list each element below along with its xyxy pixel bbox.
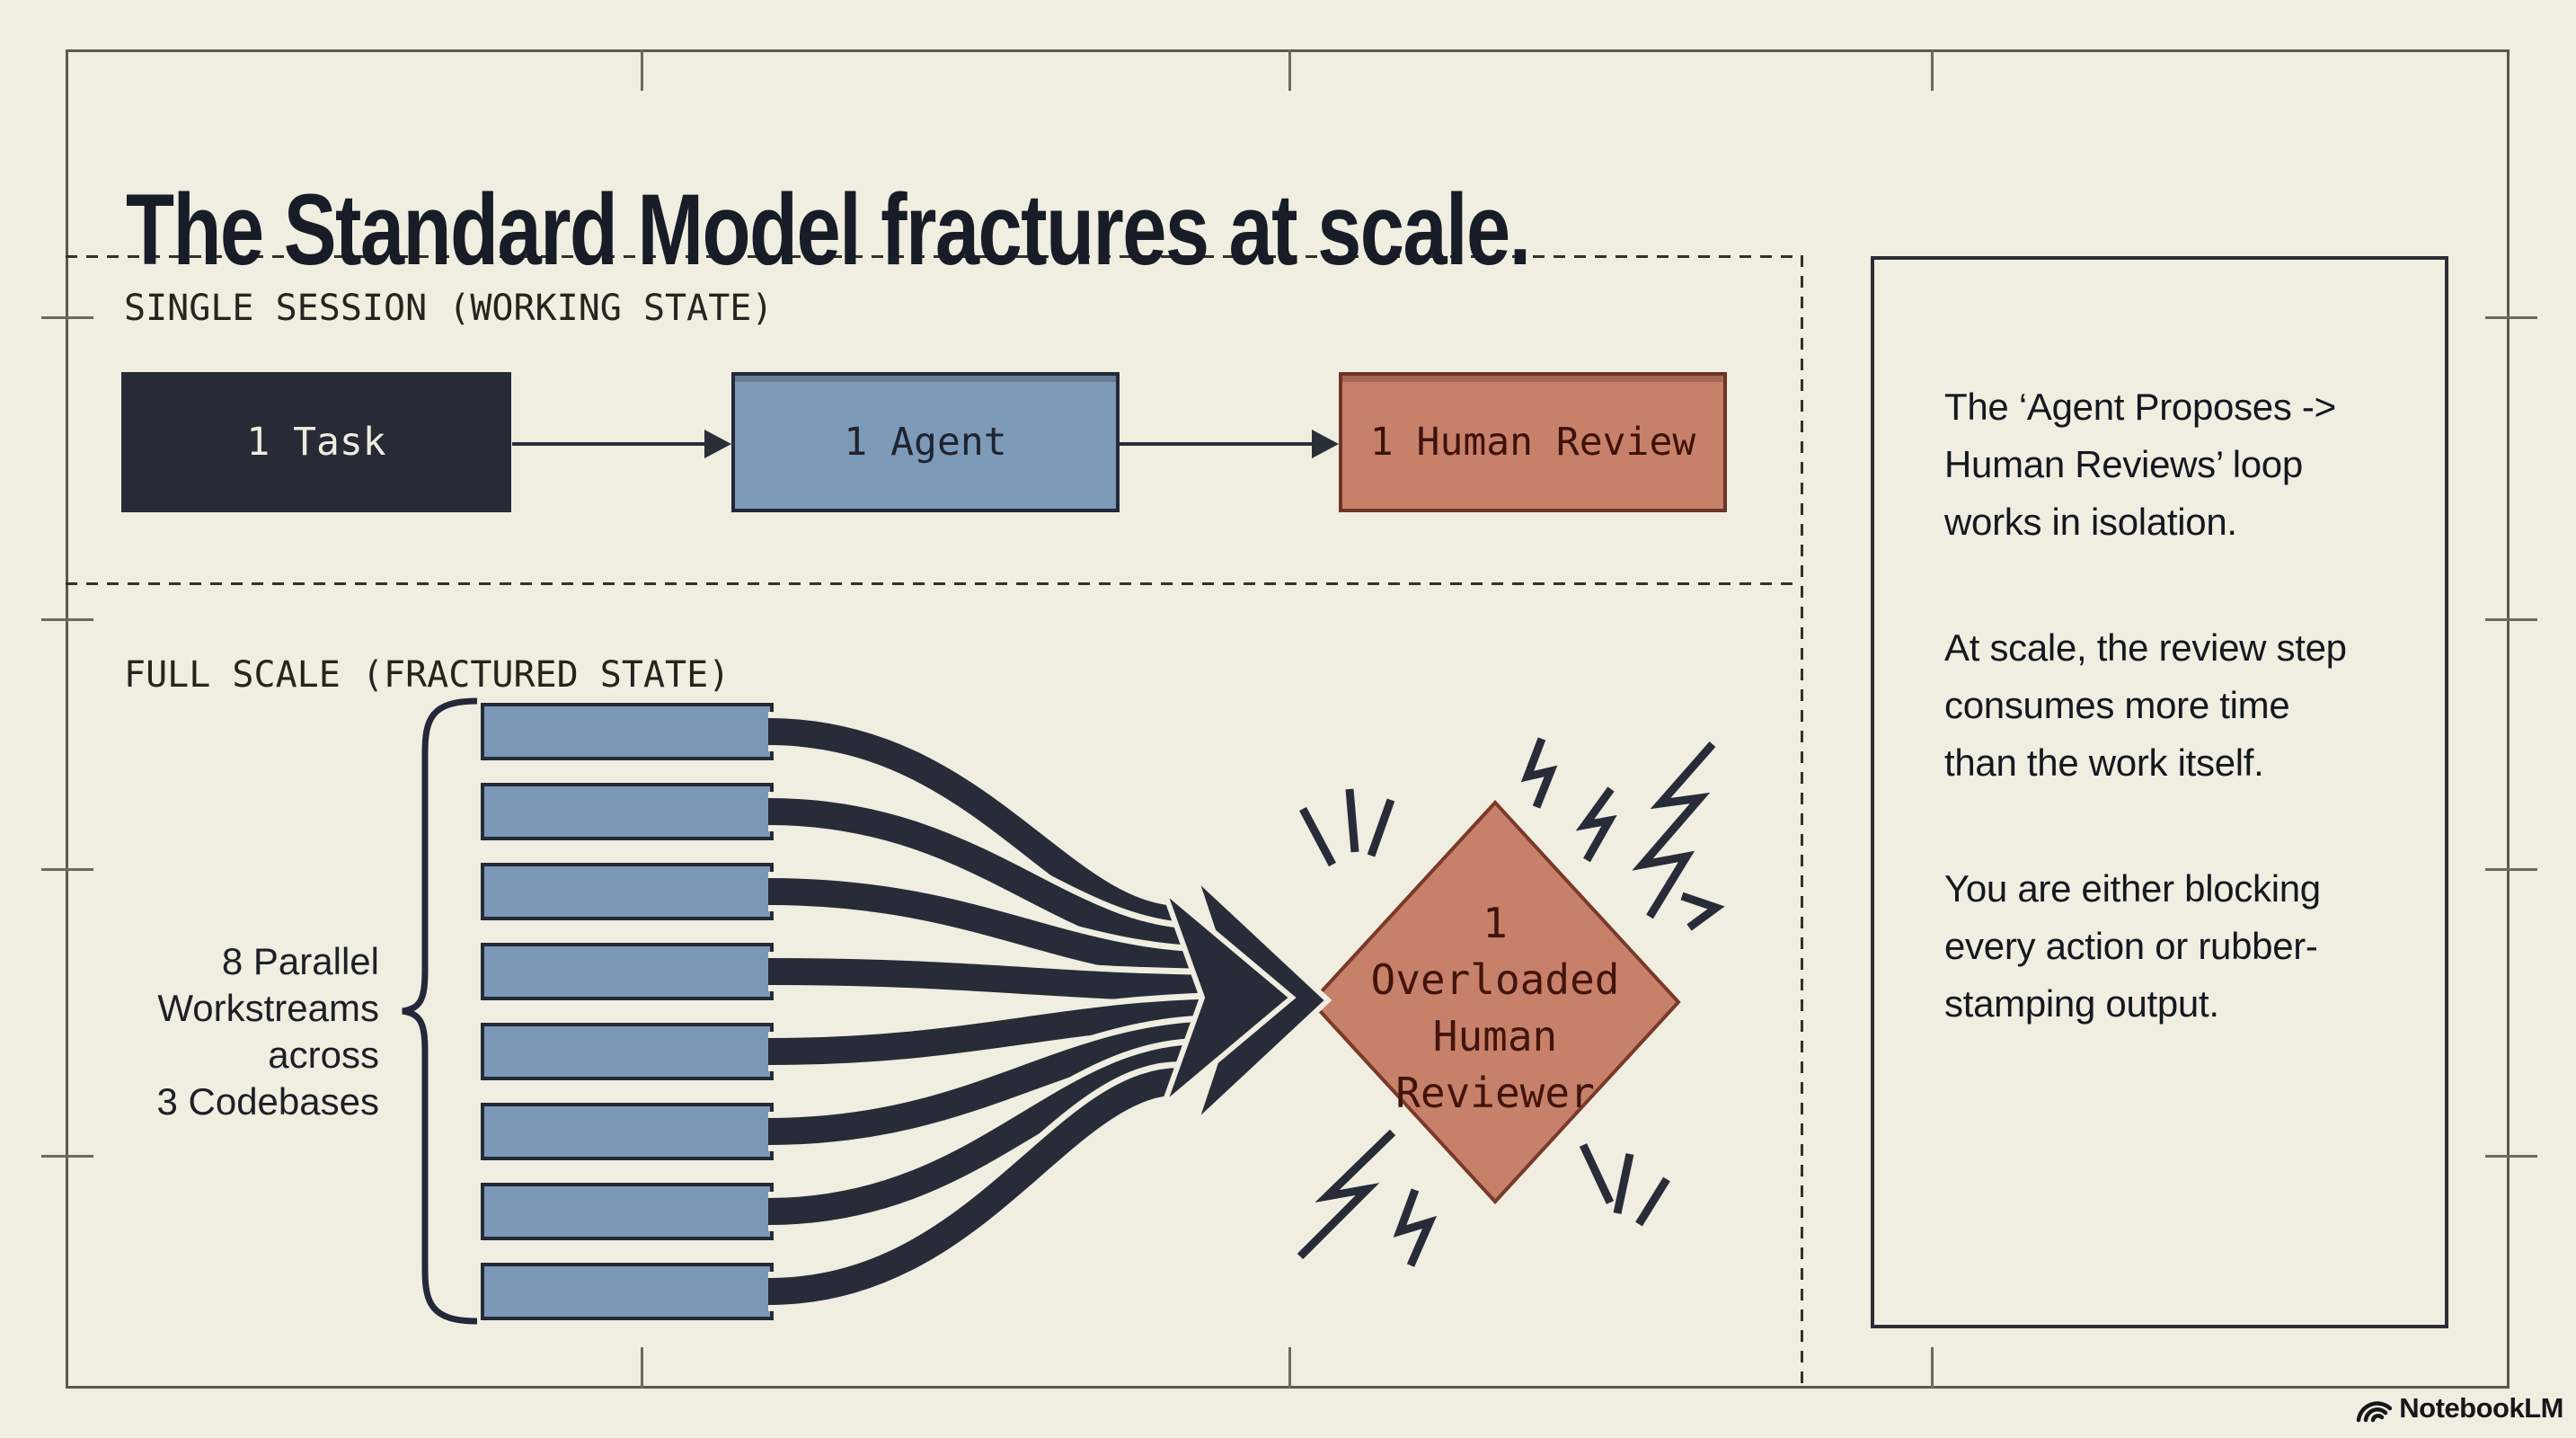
outer-frame (66, 49, 2510, 1389)
frame-tick (2485, 618, 2537, 621)
workstream-bar (481, 863, 774, 920)
overloaded-reviewer-diamond (1309, 800, 1681, 1204)
workstream-bar (481, 943, 774, 1000)
workstream-cable (767, 718, 1182, 933)
notebooklm-logo-icon (2357, 1401, 2393, 1423)
frame-tick (41, 1155, 93, 1158)
workstream-bar (481, 1263, 774, 1320)
insight-paragraph: At scale, the review step consumes more … (1944, 626, 2347, 784)
stress-mark-icon (1299, 806, 1336, 867)
workstream-cable (767, 878, 1223, 980)
insight-paragraph: You are either blocking every action or … (1944, 867, 2321, 1025)
stress-mark-icon (1635, 1176, 1670, 1227)
insight-panel: The ‘Agent Proposes -> Human Reviews’ lo… (1871, 256, 2448, 1328)
arrowhead-icon (1312, 430, 1339, 458)
lightning-bolt-icon (1297, 1129, 1396, 1260)
workstream-bar (481, 1023, 774, 1080)
frame-tick (2485, 316, 2537, 319)
arrow-right-icon (1120, 430, 1339, 458)
lightning-bolt-icon (1520, 737, 1558, 809)
single-session-label: SINGLE SESSION (WORKING STATE) (124, 288, 774, 329)
notebooklm-brand: NotebookLM (2356, 1392, 2563, 1425)
workstream-bar (481, 703, 774, 760)
workstream-bar (481, 1183, 774, 1240)
frame-tick (1931, 1347, 1934, 1389)
human-review-box: 1 Human Review (1339, 372, 1727, 512)
stress-mark-icon (1345, 788, 1359, 853)
frame-tick (641, 49, 643, 91)
frame-tick (41, 868, 93, 871)
frame-tick (1288, 1347, 1291, 1389)
stress-mark-icon (1579, 1143, 1615, 1204)
stress-mark-icon (1613, 1153, 1634, 1214)
workstream-bars (481, 0, 774, 1438)
overloaded-reviewer-label: 1 Overloaded Human Reviewer (1370, 899, 1620, 1117)
lightning-bolt-icon (1575, 786, 1617, 863)
stress-lightning-group (1297, 737, 1725, 1267)
frame-tick (41, 618, 93, 621)
task-box: 1 Task (121, 372, 511, 512)
workstream-bar (481, 783, 774, 840)
lightning-bolt-icon (1680, 892, 1725, 931)
page-title: The Standard Model fractures at scale. (126, 173, 1531, 287)
agent-box: 1 Agent (731, 372, 1120, 512)
full-scale-label: FULL SCALE (FRACTURED STATE) (124, 654, 730, 696)
frame-tick (1288, 49, 1291, 91)
section-divider (66, 255, 1801, 258)
lightning-bolt-icon (1632, 741, 1716, 919)
workstream-cable (767, 798, 1202, 956)
workstream-cable (767, 1021, 1223, 1145)
frame-tick (1931, 49, 1934, 91)
convergence-arrow-icon (1157, 881, 1297, 1114)
lightning-bolt-icon (1393, 1188, 1438, 1267)
workstream-cable (767, 1068, 1182, 1305)
workstream-cable (767, 999, 1244, 1065)
frame-tick (2485, 868, 2537, 871)
frame-tick (641, 1347, 643, 1389)
workstream-cable (767, 1044, 1202, 1225)
arrowhead-icon (704, 430, 731, 458)
insight-paragraph: The ‘Agent Proposes -> Human Reviews’ lo… (1944, 386, 2336, 543)
workstream-cable (767, 958, 1244, 1002)
frame-tick (2485, 1155, 2537, 1158)
arrow-right-icon (512, 430, 731, 458)
section-divider (66, 582, 1801, 585)
brand-name: NotebookLM (2399, 1392, 2563, 1424)
brace-bracket-icon (402, 697, 478, 1325)
frame-tick (41, 316, 93, 319)
panel-divider (1801, 255, 1803, 1391)
cable-bundle (767, 712, 1244, 1311)
workstreams-caption: 8 Parallel Workstreams across 3 Codebase… (156, 940, 379, 1123)
stress-mark-icon (1367, 798, 1395, 857)
workstream-bar (481, 1103, 774, 1160)
